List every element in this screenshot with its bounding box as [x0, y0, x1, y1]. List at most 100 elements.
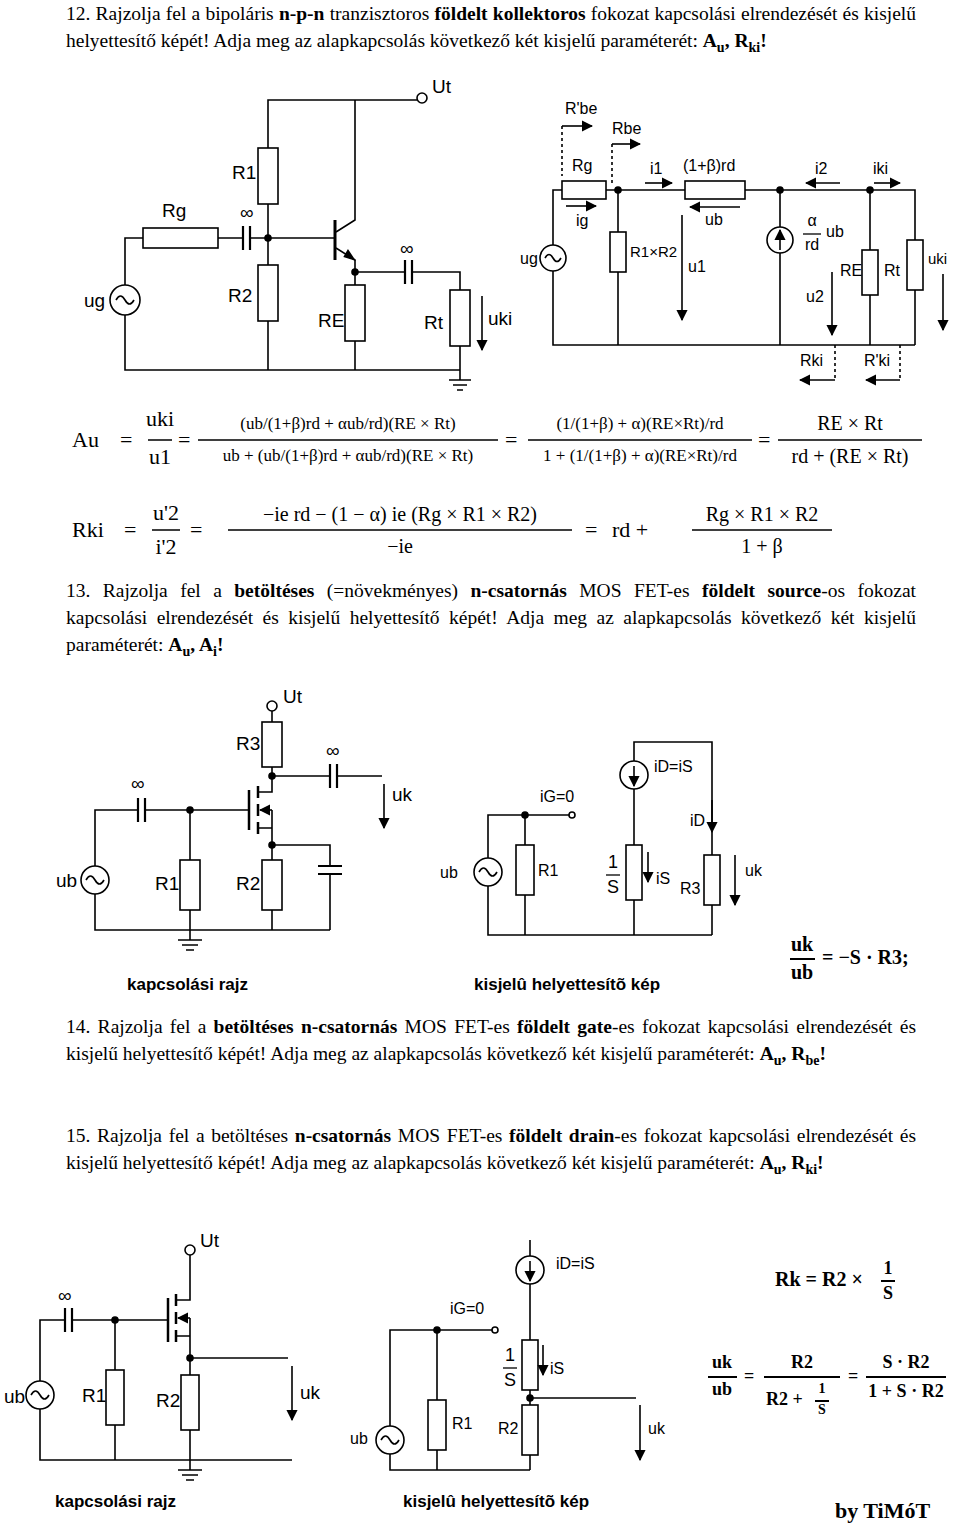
formula-term: = −S · R3;	[822, 946, 909, 969]
wire	[318, 866, 342, 874]
resistor-symbol	[143, 228, 218, 248]
formula-term: ub	[791, 961, 813, 984]
wire	[869, 295, 871, 345]
arrow-line	[481, 296, 483, 350]
wire	[189, 1430, 191, 1460]
component-label: Rg	[162, 200, 186, 222]
wire	[272, 845, 330, 930]
terminal-circle	[474, 858, 502, 886]
wire	[530, 1397, 636, 1399]
formula-term: −ie	[387, 535, 413, 558]
component-label: Rki	[800, 352, 823, 370]
question-text: n-p-n	[279, 3, 325, 24]
component-label: R1	[82, 1385, 106, 1407]
question-text: A	[168, 634, 182, 655]
wire	[617, 272, 619, 345]
arrow-line	[612, 143, 640, 145]
question-text: A	[760, 1152, 774, 1173]
resistor-symbol	[345, 285, 365, 341]
circuit-12-equivalent	[540, 126, 943, 380]
component-label: ig	[576, 212, 588, 230]
component-label: ∞	[240, 202, 254, 224]
component-label: iD=iS	[654, 758, 693, 776]
component-label: S	[607, 877, 619, 898]
formula-term: u'2	[153, 500, 179, 525]
wire	[330, 764, 337, 788]
question-text: MOS FET-es	[391, 1125, 509, 1146]
resistor-symbol	[516, 845, 534, 895]
question-paragraph: 12. Rajzolja fel a bipoláris n-p-n tranz…	[66, 0, 916, 61]
question-text: R	[791, 1043, 805, 1064]
formula-term: =	[585, 517, 597, 542]
component-label: ub	[4, 1386, 25, 1408]
resistor-symbol	[907, 240, 923, 290]
component-label: iD=iS	[556, 1255, 595, 1273]
component-label: ub	[826, 223, 844, 241]
question-text: !	[817, 1152, 824, 1173]
component-label: R'ki	[864, 352, 890, 370]
formula-term: =	[758, 427, 770, 452]
wire	[634, 742, 712, 855]
terminal-circle	[569, 812, 575, 818]
wire	[611, 144, 613, 184]
question-text: 13. Rajzolja fel a	[66, 580, 234, 601]
wire	[354, 341, 356, 370]
resistor-symbol	[258, 148, 278, 204]
resistor-symbol	[450, 290, 470, 346]
resistor-symbol	[180, 860, 200, 910]
formula-term: R2 +	[766, 1389, 803, 1410]
wire	[40, 1409, 292, 1460]
terminal-circle	[376, 1426, 404, 1454]
circuit-15-schematic	[26, 1245, 292, 1480]
formula-term: uk	[791, 933, 813, 956]
component-label: iG=0	[540, 788, 574, 806]
question-text: u	[774, 1052, 782, 1068]
question-paragraph: 14. Rajzolja fel a betöltéses n-csatorná…	[66, 1013, 916, 1074]
terminal-circle	[417, 93, 427, 103]
formula-term: ub + (ub/(1+β)rd + αub/rd)(RE × Rt)	[223, 446, 473, 466]
question-text: ,	[190, 634, 199, 655]
terminal-circle	[522, 812, 528, 818]
question-text: tranzisztoros	[324, 3, 434, 24]
question-text: A	[199, 634, 213, 655]
question-paragraph: 15. Rajzolja fel a betöltéses n-csatorná…	[66, 1122, 916, 1183]
arrowhead	[345, 251, 355, 260]
resistor-symbol	[262, 860, 282, 910]
component-label: iS	[550, 1360, 564, 1378]
wire	[355, 272, 460, 290]
terminal-circle	[516, 1256, 544, 1284]
component-label: R2	[228, 285, 252, 307]
resistor-symbol	[562, 181, 606, 199]
wire	[116, 296, 134, 304]
component-label: i1	[650, 160, 662, 178]
resistor-symbol	[522, 1340, 538, 1390]
component-label: R2	[498, 1420, 518, 1438]
arrow-line	[178, 1317, 190, 1319]
resistor-symbol	[181, 1375, 199, 1430]
arrow-line	[866, 379, 900, 381]
arrow-line	[291, 1366, 293, 1420]
wire	[145, 809, 249, 811]
wire	[790, 958, 815, 960]
question-text: !	[217, 634, 224, 655]
component-label: S	[504, 1370, 516, 1391]
wire	[218, 237, 335, 239]
caption-text: kisjelû helyettesítõ kép	[474, 975, 660, 995]
terminal-circle	[81, 866, 109, 894]
wire	[271, 711, 273, 722]
wire	[243, 226, 250, 250]
component-label: i2	[815, 160, 827, 178]
terminal-circle	[540, 245, 566, 271]
wire	[176, 1318, 190, 1375]
component-label: Rg	[572, 157, 592, 175]
terminal-circle	[265, 235, 271, 241]
wire	[148, 439, 922, 440]
circuit-13-equivalent	[474, 742, 735, 935]
formula-term: 1 + (1/(1+β) + α)(RE×Rt)/rd	[543, 446, 737, 466]
wire	[381, 1436, 399, 1444]
wire	[176, 1255, 190, 1300]
terminal-circle	[269, 842, 275, 848]
component-label: Rt	[884, 262, 900, 280]
terminal-circle	[269, 773, 275, 779]
question-text: ,	[782, 1043, 792, 1064]
